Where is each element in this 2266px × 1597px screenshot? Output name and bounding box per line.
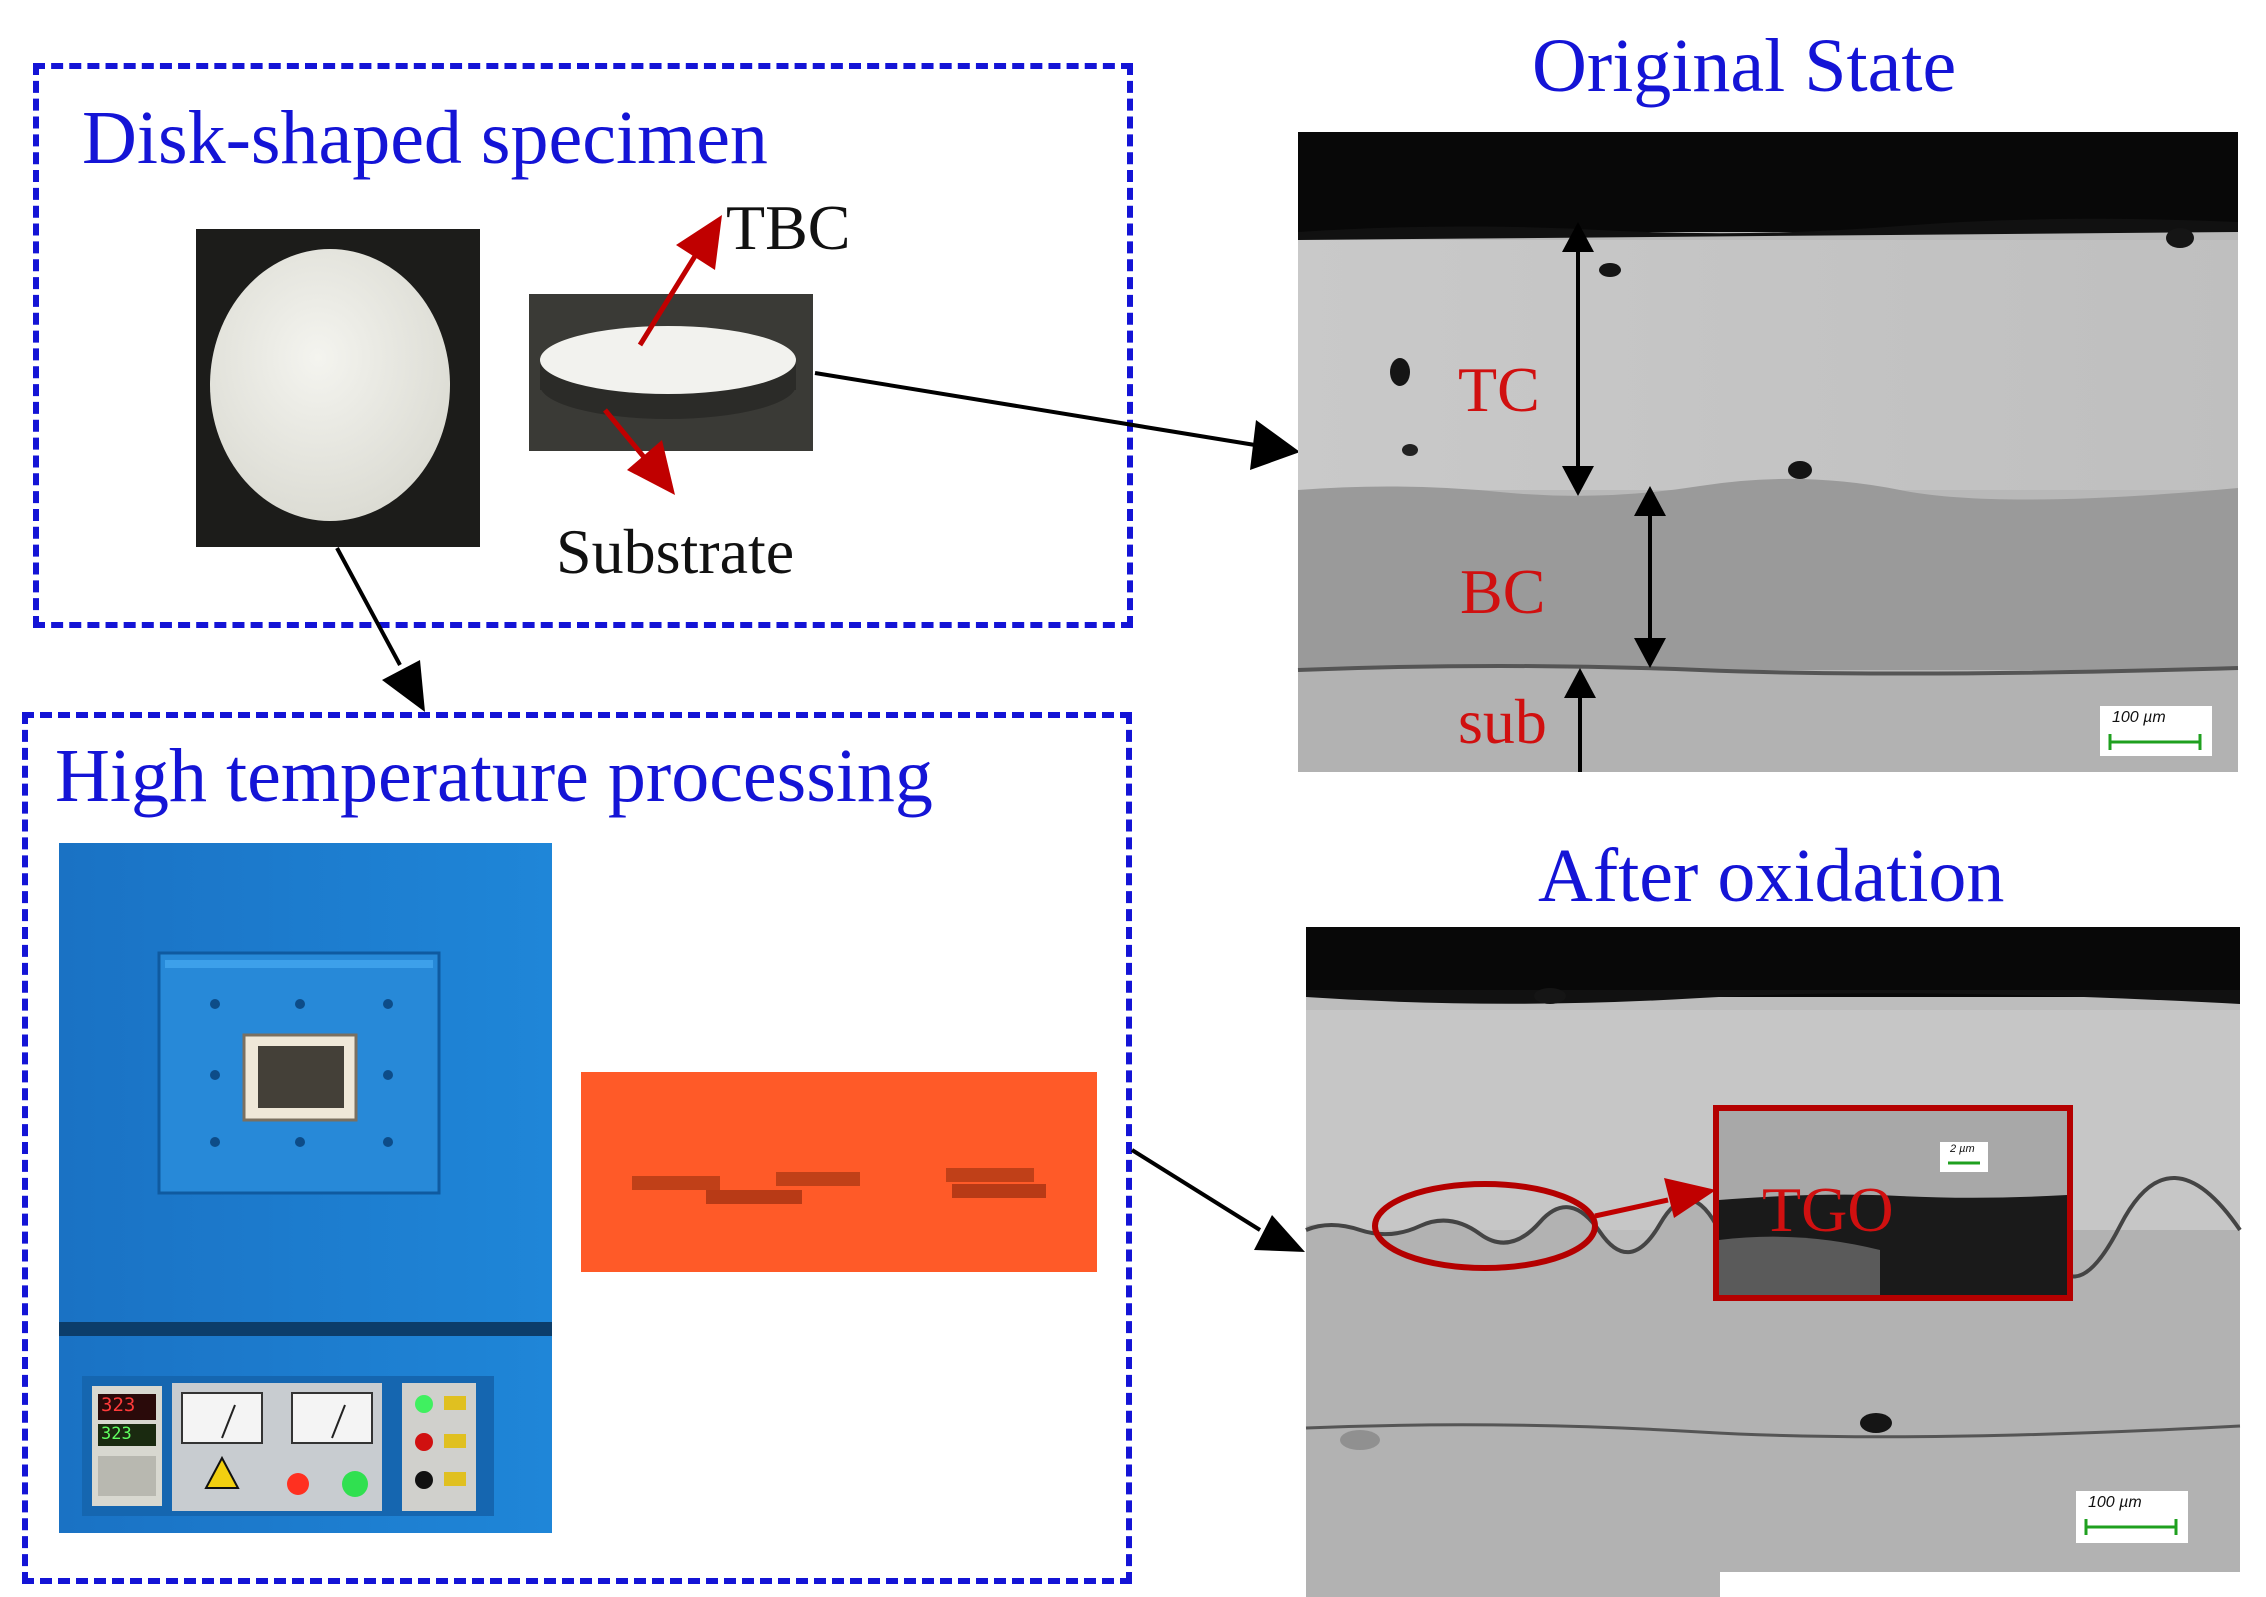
inset-scale-label: 2 µm bbox=[1950, 1143, 1975, 1155]
to-oxidized-arrow bbox=[1130, 1148, 1305, 1252]
furnace-display-top: 323 bbox=[101, 1394, 136, 1416]
bc-layer-label: BC bbox=[1460, 556, 1546, 627]
specimen-tray-photo bbox=[581, 1072, 1097, 1272]
processing-panel bbox=[22, 712, 1132, 1584]
tgo-label: TGO bbox=[1762, 1174, 1894, 1245]
after-oxidation-title: After oxidation bbox=[1538, 834, 2005, 918]
to-original-arrow bbox=[814, 371, 1300, 470]
original-scale-label: 100 µm bbox=[2112, 709, 2166, 726]
processing-panel-title: High temperature processing bbox=[55, 734, 933, 818]
substrate-label: Substrate bbox=[556, 516, 795, 587]
oxidized-scale-label: 100 µm bbox=[2088, 1494, 2142, 1511]
disk-side-view-photo bbox=[529, 294, 813, 451]
oxidized-micrograph bbox=[1305, 927, 2242, 1597]
furnace-display-bottom: 323 bbox=[101, 1424, 132, 1444]
tc-layer-label: TC bbox=[1458, 354, 1540, 425]
to-processing-arrow bbox=[335, 547, 425, 712]
specimen-panel-title: Disk-shaped specimen bbox=[82, 96, 768, 180]
tbc-pointer-arrow bbox=[637, 215, 722, 347]
specimen-panel bbox=[33, 63, 1133, 628]
disk-top-view-photo bbox=[196, 229, 480, 547]
original-micrograph bbox=[1297, 132, 2239, 772]
sub-layer-label: sub bbox=[1458, 686, 1547, 757]
substrate-pointer-arrow bbox=[603, 408, 675, 495]
tbc-label: TBC bbox=[726, 192, 851, 263]
furnace-photo bbox=[59, 843, 552, 1533]
original-state-title: Original State bbox=[1532, 24, 1957, 108]
